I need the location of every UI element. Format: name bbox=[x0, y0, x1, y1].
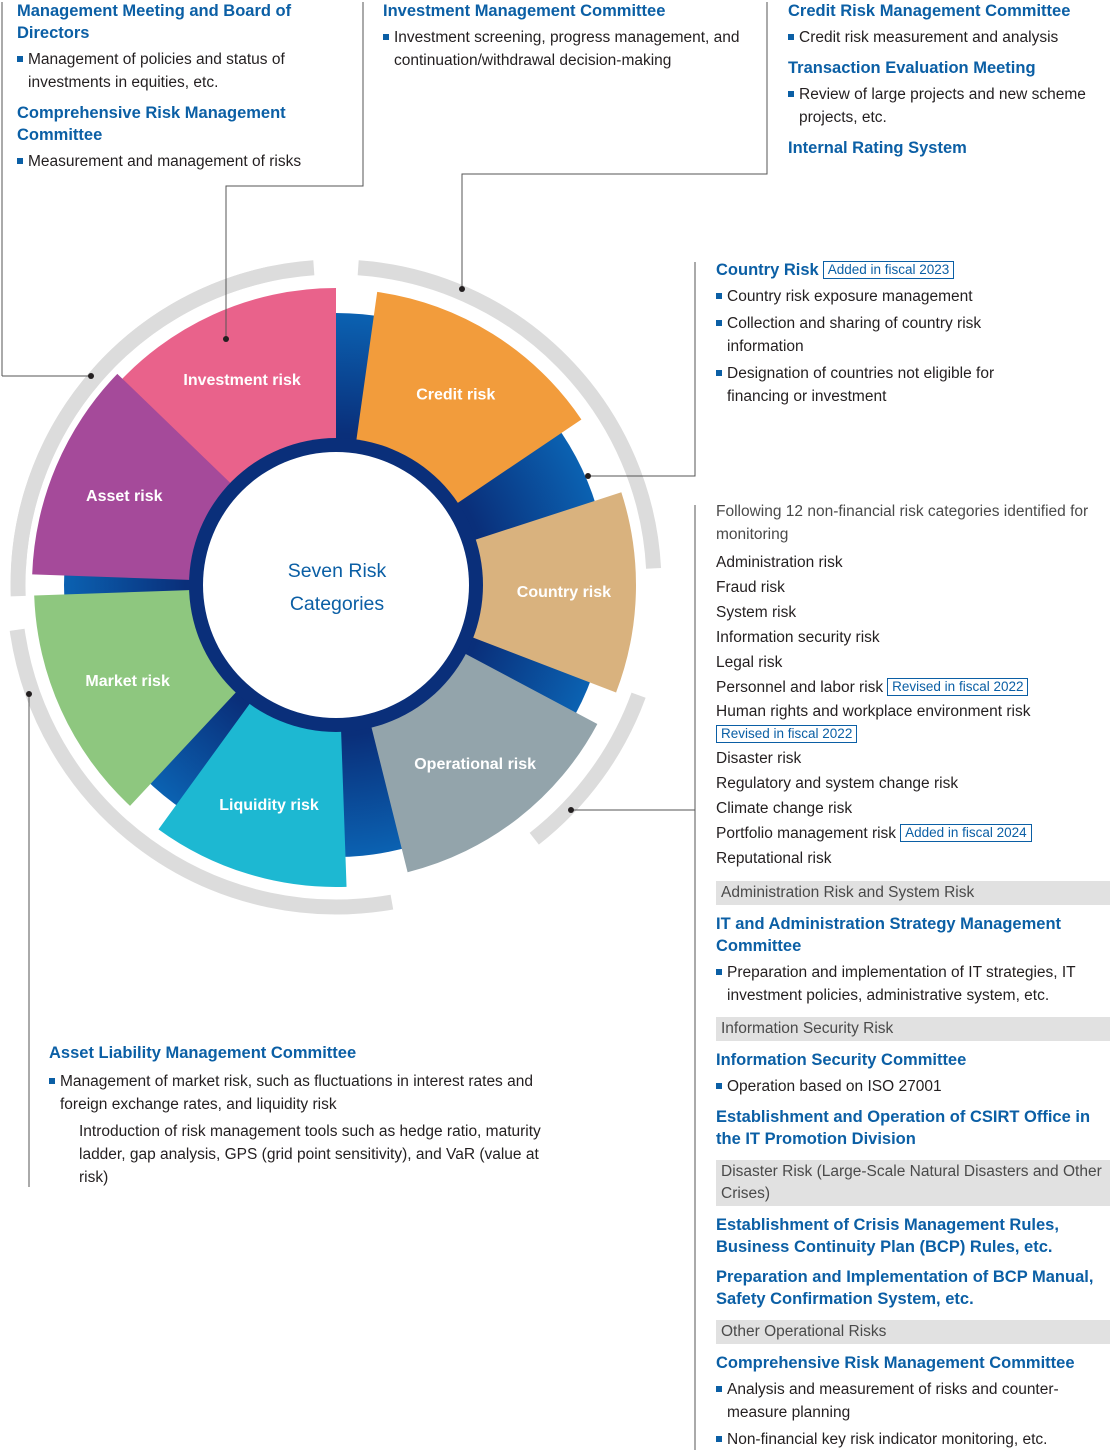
segment-investment-risk bbox=[111, 288, 336, 494]
connector-country bbox=[588, 262, 696, 477]
dot-country bbox=[585, 473, 591, 479]
country-risk-heading: Country Risk bbox=[716, 261, 819, 279]
risk-item-12: Reputational risk bbox=[716, 850, 832, 867]
risk-item-6-badge: Revised in fiscal 2022 bbox=[887, 678, 1029, 696]
risk-item-10: Climate change risk bbox=[716, 800, 853, 817]
it-admin-committee-item: Preparation and implementation of IT str… bbox=[716, 961, 1110, 1007]
section-admin-system: Administration Risk and System Risk bbox=[716, 881, 1110, 905]
segment-label-market-risk: Market risk bbox=[85, 673, 170, 690]
connector-credit bbox=[461, 2, 768, 289]
board-item: Management of policies and status of inv… bbox=[17, 48, 347, 94]
segment-liquidity-risk bbox=[158, 698, 347, 887]
segment-market-risk bbox=[34, 589, 241, 806]
bcp-manual-heading: Preparation and Implementation of BCP Ma… bbox=[716, 1268, 1094, 1308]
segment-credit-risk bbox=[355, 291, 582, 507]
segment-label-credit-risk: Credit risk bbox=[416, 386, 495, 403]
dot-operational bbox=[568, 807, 574, 813]
connector-dots bbox=[26, 286, 591, 813]
risk-item-6: Personnel and labor risk bbox=[716, 679, 884, 696]
crm-committee-heading: Comprehensive Risk Management Committee bbox=[17, 104, 286, 144]
credit-committee-item: Credit risk measurement and analysis bbox=[788, 26, 1110, 49]
arc-credit-country-group bbox=[357, 260, 662, 569]
info-security-committee-heading: Information Security Committee bbox=[716, 1051, 967, 1069]
connector-investment bbox=[225, 2, 364, 339]
top-right-block: Credit Risk Management Committee Credit … bbox=[788, 0, 1110, 159]
dot-market bbox=[26, 691, 32, 697]
center-circle bbox=[203, 452, 469, 718]
dot-top-left bbox=[88, 373, 94, 379]
segment-operational-risk bbox=[369, 650, 598, 873]
risk-item-11-badge: Added in fiscal 2024 bbox=[900, 824, 1032, 842]
top-left-block: Management Meeting and Board of Director… bbox=[17, 0, 347, 173]
dot-investment bbox=[223, 336, 229, 342]
board-heading: Management Meeting and Board of Director… bbox=[17, 2, 292, 42]
investment-committee-heading: Investment Management Committee bbox=[383, 2, 666, 20]
arc-operational-group bbox=[529, 692, 646, 845]
center-title-line1: Seven Risk bbox=[288, 560, 387, 582]
risk-item-7-badge: Revised in fiscal 2022 bbox=[716, 725, 858, 743]
top-middle-block: Investment Management Committee Investme… bbox=[383, 0, 753, 72]
transaction-meeting-item: Review of large projects and new scheme … bbox=[788, 83, 1110, 129]
market-liquidity-block: Asset Liability Management Committee Man… bbox=[49, 1042, 549, 1189]
section-info-security: Information Security Risk bbox=[716, 1017, 1110, 1041]
risk-item-7: Human rights and workplace environment r… bbox=[716, 703, 1031, 720]
csirt-heading: Establishment and Operation of CSIRT Off… bbox=[716, 1108, 1091, 1148]
risk-list: Administration risk Fraud risk System ri… bbox=[716, 550, 1110, 871]
transaction-meeting-heading: Transaction Evaluation Meeting bbox=[788, 59, 1036, 77]
operational-risk-block: Following 12 non-financial risk categori… bbox=[716, 500, 1110, 1451]
risk-item-4: Information security risk bbox=[716, 629, 880, 646]
risk-item-3: System risk bbox=[716, 604, 797, 621]
crm-committee-item: Measurement and management of risks bbox=[17, 150, 347, 173]
country-item-1: Country risk exposure management bbox=[716, 285, 1036, 308]
investment-committee-item: Investment screening, progress managemen… bbox=[383, 26, 753, 72]
arc-market-liquidity-group bbox=[9, 628, 394, 915]
other-crm-committee-heading: Comprehensive Risk Management Committee bbox=[716, 1354, 1075, 1372]
segment-label-liquidity-risk: Liquidity risk bbox=[219, 797, 319, 814]
arc-asset-group bbox=[10, 260, 315, 597]
alm-committee-sub: Introduction of risk management tools su… bbox=[79, 1123, 541, 1186]
segment-asset-risk bbox=[32, 373, 236, 581]
it-admin-committee-heading: IT and Administration Strategy Managemen… bbox=[716, 915, 1062, 955]
risk-item-8: Disaster risk bbox=[716, 750, 802, 767]
credit-committee-heading: Credit Risk Management Committee bbox=[788, 2, 1071, 20]
country-item-3: Designation of countries not eligible fo… bbox=[716, 362, 1036, 408]
risk-item-1: Administration risk bbox=[716, 554, 843, 571]
section-other-operational: Other Operational Risks bbox=[716, 1320, 1110, 1344]
segment-label-operational-risk: Operational risk bbox=[414, 756, 536, 773]
other-crm-item-1: Analysis and measurement of risks and co… bbox=[716, 1378, 1110, 1424]
segment-country-risk bbox=[466, 492, 636, 693]
segment-label-country-risk: Country risk bbox=[517, 584, 611, 601]
country-risk-badge: Added in fiscal 2023 bbox=[822, 261, 955, 279]
other-crm-item-2: Non-financial key risk indicator monitor… bbox=[716, 1428, 1110, 1451]
segment-label-investment-risk: Investment risk bbox=[183, 372, 300, 389]
internal-rating-heading: Internal Rating System bbox=[788, 139, 967, 157]
risk-item-11: Portfolio management risk bbox=[716, 825, 897, 842]
segment-label-asset-risk: Asset risk bbox=[86, 488, 163, 505]
country-item-2: Collection and sharing of country risk i… bbox=[716, 312, 1036, 358]
section-disaster: Disaster Risk (Large-Scale Natural Disas… bbox=[716, 1160, 1110, 1206]
center-title-line2: Categories bbox=[290, 593, 385, 615]
info-security-committee-item: Operation based on ISO 27001 bbox=[716, 1075, 1110, 1098]
operational-intro: Following 12 non-financial risk categori… bbox=[716, 503, 1089, 543]
crisis-rules-heading: Establishment of Crisis Management Rules… bbox=[716, 1216, 1059, 1256]
risk-item-5: Legal risk bbox=[716, 654, 783, 671]
risk-item-9: Regulatory and system change risk bbox=[716, 775, 959, 792]
alm-committee-item: Management of market risk, such as fluct… bbox=[49, 1070, 549, 1116]
dot-credit bbox=[459, 286, 465, 292]
risk-item-2: Fraud risk bbox=[716, 579, 785, 596]
alm-committee-heading: Asset Liability Management Committee bbox=[49, 1044, 357, 1062]
grouping-arcs bbox=[9, 260, 662, 915]
connector-lines bbox=[1, 2, 768, 1450]
